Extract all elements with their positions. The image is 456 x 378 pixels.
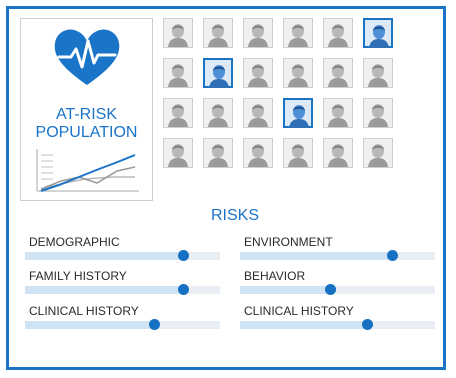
risk-slider-track[interactable] <box>25 284 220 295</box>
risks-title: RISKS <box>210 207 259 224</box>
person-avatar-icon[interactable] <box>203 18 233 48</box>
risk-slider-handle[interactable] <box>177 284 189 295</box>
risk-slider-track[interactable] <box>25 250 220 261</box>
risk-slider-handle[interactable] <box>148 319 160 330</box>
person-avatar-icon[interactable] <box>203 138 233 168</box>
risk-slider-fill <box>240 286 330 294</box>
person-avatar-icon[interactable] <box>283 58 313 88</box>
risk-slider-track[interactable] <box>25 319 220 330</box>
risk-slider-fill <box>240 321 367 329</box>
tile-title-line2: POPULATION <box>35 124 138 141</box>
risk-slider-label: CLINICAL HISTORY <box>29 304 139 318</box>
at-risk-population-tile: AT-RISK POPULATION <box>20 18 153 201</box>
person-avatar-icon[interactable] <box>363 58 393 88</box>
risk-slider-label: BEHAVIOR <box>244 269 306 283</box>
risk-slider-track[interactable] <box>240 284 435 295</box>
risk-slider-fill <box>25 286 183 294</box>
person-avatar-icon[interactable] <box>323 58 353 88</box>
risk-slider-label: CLINICAL HISTORY <box>244 304 354 318</box>
risk-slider-label: ENVIRONMENT <box>244 235 333 249</box>
person-avatar-icon[interactable] <box>163 98 193 128</box>
person-avatar-icon[interactable] <box>363 18 393 48</box>
risk-slider-label: DEMOGRAPHIC <box>29 235 120 249</box>
heartbeat-icon <box>51 27 123 94</box>
risk-slider-fill <box>240 252 393 260</box>
person-avatar-icon[interactable] <box>283 138 313 168</box>
person-avatar-icon[interactable] <box>203 58 233 88</box>
tile-title-line1: AT-RISK <box>55 106 118 123</box>
person-avatar-icon[interactable] <box>243 58 273 88</box>
risk-slider-handle[interactable] <box>324 284 336 295</box>
person-avatar-icon[interactable] <box>323 98 353 128</box>
risk-slider-handle[interactable] <box>361 319 373 330</box>
person-avatar-icon[interactable] <box>203 98 233 128</box>
risk-slider-track[interactable] <box>240 319 435 330</box>
person-avatar-icon[interactable] <box>363 138 393 168</box>
person-avatar-icon[interactable] <box>283 18 313 48</box>
person-avatar-icon[interactable] <box>243 18 273 48</box>
person-avatar-icon[interactable] <box>163 58 193 88</box>
risk-slider-handle[interactable] <box>387 250 399 261</box>
trend-chart-icon <box>35 147 141 198</box>
person-avatar-icon[interactable] <box>163 18 193 48</box>
person-avatar-icon[interactable] <box>243 98 273 128</box>
person-avatar-icon[interactable] <box>163 138 193 168</box>
person-avatar-icon[interactable] <box>283 98 313 128</box>
person-avatar-icon[interactable] <box>243 138 273 168</box>
person-avatar-icon[interactable] <box>323 18 353 48</box>
person-avatar-icon[interactable] <box>323 138 353 168</box>
risk-slider-handle[interactable] <box>177 250 189 261</box>
risk-slider-fill <box>25 252 183 260</box>
risk-slider-track[interactable] <box>240 250 435 261</box>
person-avatar-icon[interactable] <box>363 98 393 128</box>
risk-slider-fill <box>25 321 154 329</box>
risk-slider-label: FAMILY HISTORY <box>29 269 127 283</box>
